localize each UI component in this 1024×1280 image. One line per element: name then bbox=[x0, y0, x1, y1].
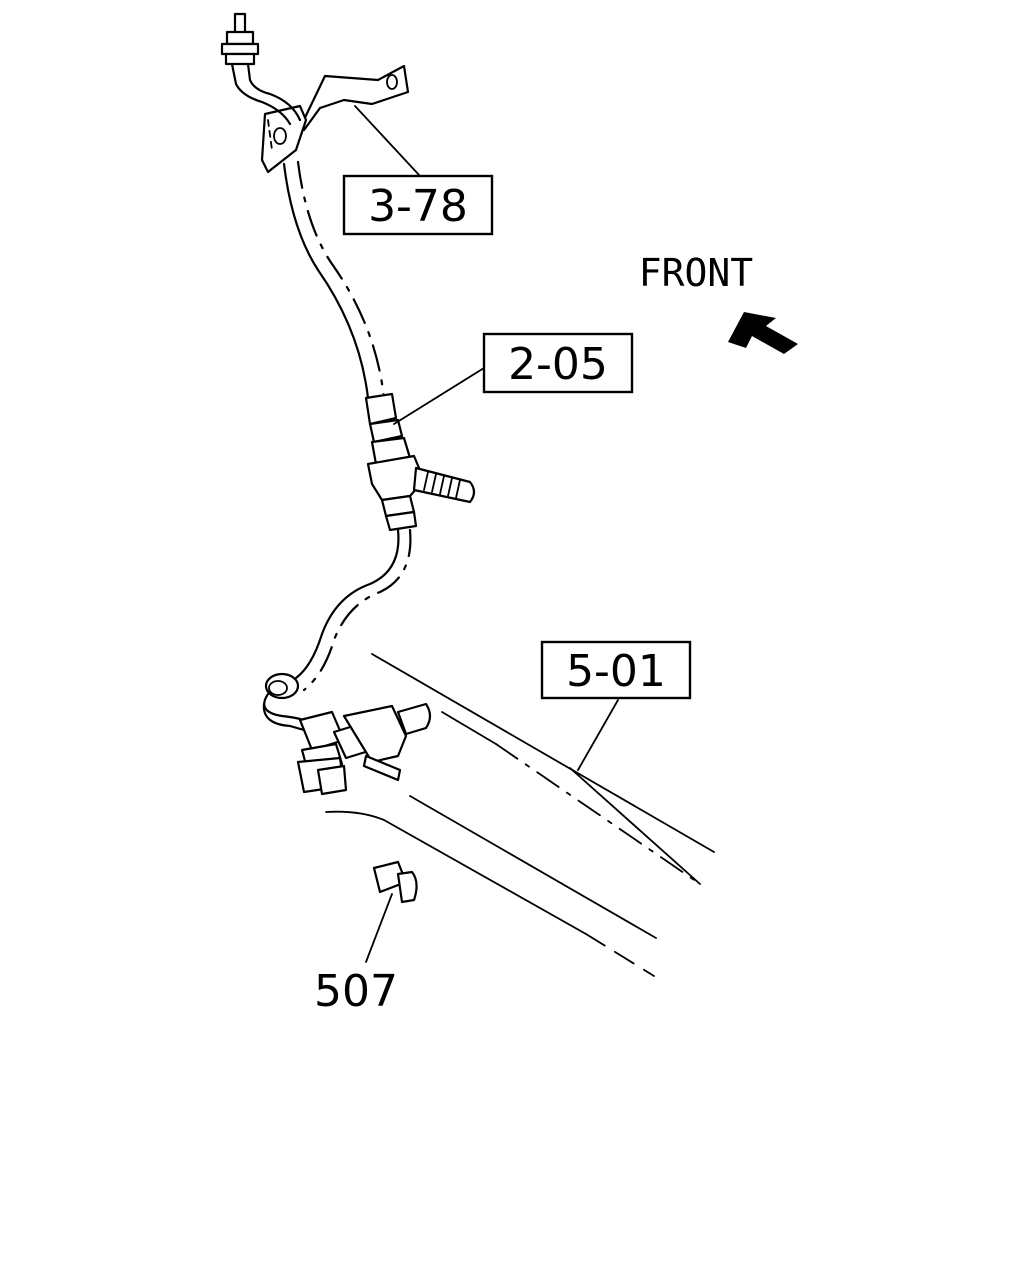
callout-507: 507 bbox=[314, 966, 398, 1017]
part-507 bbox=[372, 860, 418, 904]
bracket bbox=[260, 64, 410, 174]
leader-lines bbox=[354, 105, 619, 963]
frame-rails bbox=[325, 653, 715, 977]
callout-5-01: 5-01 bbox=[566, 646, 666, 697]
top-fitting bbox=[220, 12, 260, 66]
callout-box-5-01 bbox=[540, 640, 692, 700]
lower-brake-pipe bbox=[262, 528, 412, 732]
front-label: FRONT bbox=[639, 251, 753, 295]
callout-2-05: 2-05 bbox=[508, 339, 608, 390]
upper-brake-pipe bbox=[230, 62, 386, 400]
valve-assembly bbox=[296, 702, 432, 796]
callout-box-2-05 bbox=[482, 332, 634, 394]
tee-union bbox=[364, 392, 476, 532]
callout-box-3-78 bbox=[342, 174, 494, 236]
front-arrow-icon bbox=[728, 312, 798, 354]
callout-3-78: 3-78 bbox=[368, 181, 468, 232]
